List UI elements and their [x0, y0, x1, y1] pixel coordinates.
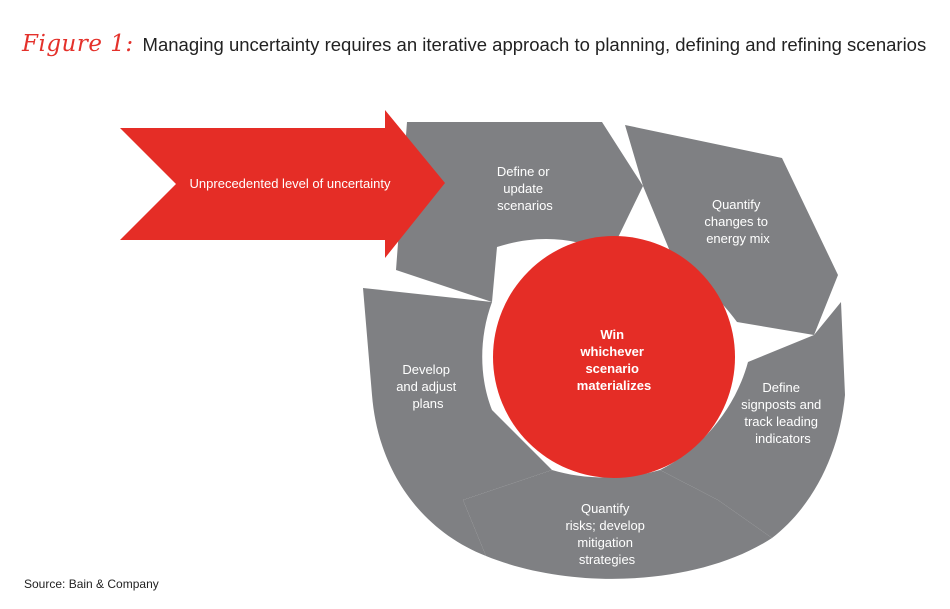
step-quantify-energy-mix-segment: [625, 125, 838, 335]
step-quantify-risks: Quantify risks; develop mitigation strat…: [463, 470, 772, 579]
step-define-signposts: Define signposts and track leading indic…: [660, 302, 845, 538]
step-quantify-energy-mix: Quantify changes to energy mix: [625, 125, 838, 335]
step-quantify-energy-mix-label: Quantify changes to energy mix: [704, 197, 771, 246]
figure-title-text: Managing uncertainty requires an iterati…: [142, 34, 927, 55]
step-define-scenarios-label: Define or update scenarios: [497, 164, 554, 213]
uncertainty-arrow-shape: [120, 110, 445, 258]
source-note: Source: Bain & Company: [24, 577, 159, 591]
uncertainty-arrow-label: Unprecedented level of uncertainty: [190, 176, 391, 191]
step-define-scenarios-segment: [396, 122, 643, 302]
step-quantify-risks-label: Quantify risks; develop mitigation strat…: [565, 501, 648, 567]
step-define-signposts-segment: [660, 302, 845, 538]
step-define-scenarios: Define or update scenarios: [396, 122, 643, 302]
step-quantify-risks-segment: [463, 470, 772, 579]
center-goal-label: Win whichever scenario materializes: [577, 327, 651, 393]
step-define-signposts-label: Define signposts and track leading indic…: [741, 380, 825, 446]
center-goal: Win whichever scenario materializes: [493, 236, 735, 478]
uncertainty-input-arrow: Unprecedented level of uncertainty: [120, 110, 445, 258]
figure-title: Figure 1: Managing uncertainty requires …: [22, 22, 926, 59]
figure-label: Figure 1:: [22, 31, 134, 57]
step-develop-plans-segment: [363, 288, 552, 556]
center-goal-circle: [493, 236, 735, 478]
step-develop-plans-label: Develop and adjust plans: [396, 362, 460, 411]
step-develop-plans: Develop and adjust plans: [363, 288, 552, 556]
